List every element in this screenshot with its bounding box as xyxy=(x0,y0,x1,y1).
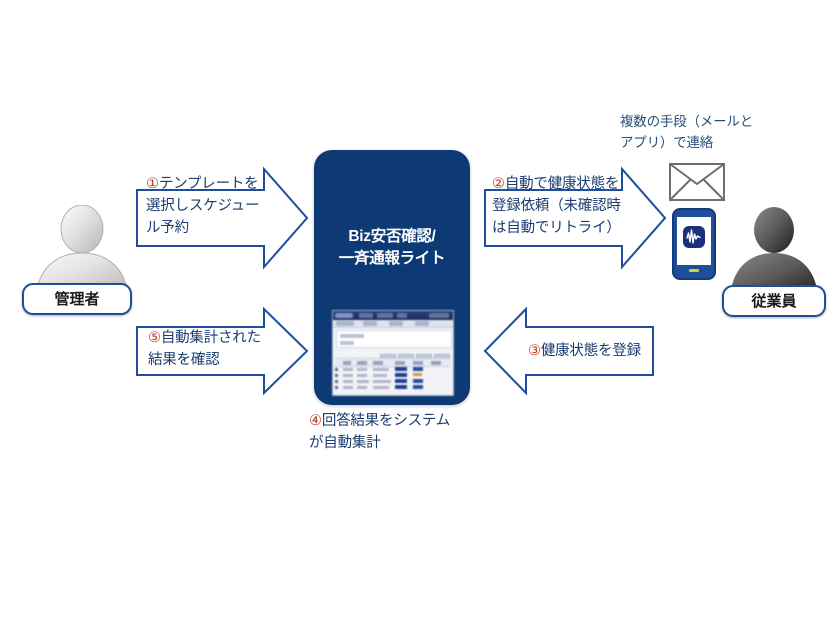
console-table-header xyxy=(335,358,451,367)
employee-label: 従業員 xyxy=(722,285,826,317)
console-tab xyxy=(415,321,429,326)
console-filter-chip xyxy=(340,334,364,338)
console-menu-item xyxy=(397,313,407,318)
arrow-step3-text: 健康状態を登録 xyxy=(540,343,641,359)
console-tab xyxy=(336,321,354,326)
product-title-line1: Biz安否確認/ xyxy=(348,228,436,245)
cell-status xyxy=(395,373,407,377)
cell xyxy=(357,374,367,378)
product-panel: Biz安否確認/ 一斉通報ライト xyxy=(314,150,470,405)
arrow-step5-text: 自動集計された 結果を確認 xyxy=(148,330,261,368)
console-menu-item xyxy=(429,313,449,318)
arrow-step1-text: テンプレートを 選択しスケジュー ル予約 xyxy=(146,176,260,236)
caption-step4: ④回答結果をシステム が自動集計 xyxy=(309,411,509,455)
cell xyxy=(357,368,367,372)
arrow-step1-number: ① xyxy=(146,176,159,192)
envelope-icon xyxy=(669,163,725,206)
arrow-step5-number: ⑤ xyxy=(148,330,161,346)
arrow-step3-number: ③ xyxy=(528,343,541,359)
cell xyxy=(373,380,391,384)
console-menu-item xyxy=(377,313,393,318)
console-table-row xyxy=(335,379,451,384)
console-col-header xyxy=(395,361,405,365)
caption-channels-text: 複数の手段（メールと アプリ）で連絡 xyxy=(620,114,753,150)
arrow-step3-label: ③健康状態を登録 xyxy=(528,341,668,363)
admin-label: 管理者 xyxy=(22,283,132,315)
console-menu-item xyxy=(359,313,373,318)
admin-label-text: 管理者 xyxy=(54,291,100,308)
console-table-row xyxy=(335,385,451,390)
row-checkbox xyxy=(335,385,339,389)
row-checkbox xyxy=(335,373,339,377)
cell xyxy=(343,368,353,372)
smartphone-app-icon xyxy=(672,208,716,285)
console-tab xyxy=(363,321,377,326)
arrow-step2 xyxy=(484,166,667,270)
product-title-line2: 一斉通報ライト xyxy=(338,250,446,268)
arrow-step5 xyxy=(136,306,309,396)
cell xyxy=(373,374,387,378)
cell xyxy=(343,374,353,378)
cell-status xyxy=(395,379,407,383)
admin-console-screenshot xyxy=(332,310,454,396)
cell xyxy=(343,386,353,390)
console-table-row xyxy=(335,367,451,372)
console-col-header xyxy=(413,361,423,365)
cell-status xyxy=(395,385,407,389)
cell xyxy=(357,380,369,384)
console-col-header xyxy=(357,361,367,365)
console-col-header xyxy=(373,361,383,365)
console-logo xyxy=(335,313,353,318)
arrow-step2-text: 自動で健康状態を 登録依頼（未確認時 は自動でリトライ） xyxy=(492,176,621,236)
row-checkbox xyxy=(335,379,339,383)
caption-step4-number: ④ xyxy=(309,413,322,429)
arrow-step1-label: ①テンプレートを 選択しスケジュー ル予約 xyxy=(146,174,286,239)
arrow-step2-number: ② xyxy=(492,176,505,192)
cell xyxy=(373,386,389,390)
console-table-row xyxy=(335,373,451,378)
product-title: Biz安否確認/ 一斉通報ライト xyxy=(314,226,470,271)
console-subbar xyxy=(333,320,453,328)
cell-status xyxy=(413,367,423,371)
cell-status xyxy=(395,367,407,371)
cell-status xyxy=(413,385,423,389)
caption-step4-text: 回答結果をシステム が自動集計 xyxy=(309,413,451,451)
arrow-step3 xyxy=(483,306,654,396)
arrow-step2-label: ②自動で健康状態を 登録依頼（未確認時 は自動でリトライ） xyxy=(492,174,642,239)
console-tab xyxy=(389,321,403,326)
cell-warning xyxy=(413,373,422,377)
console-col-header xyxy=(343,361,351,365)
cell xyxy=(343,380,353,384)
console-topbar xyxy=(333,311,453,320)
caption-channels: 複数の手段（メールと アプリ）で連絡 xyxy=(620,112,800,154)
cell-status xyxy=(413,379,423,383)
cell xyxy=(357,386,367,390)
console-col-header xyxy=(431,361,441,365)
employee-label-text: 従業員 xyxy=(751,293,797,310)
arrow-step1 xyxy=(136,166,309,270)
console-filter-box xyxy=(336,330,452,348)
console-filter-chip xyxy=(340,341,354,345)
arrow-step5-label: ⑤自動集計された 結果を確認 xyxy=(148,328,288,372)
cell xyxy=(373,368,389,372)
row-checkbox xyxy=(335,367,339,371)
